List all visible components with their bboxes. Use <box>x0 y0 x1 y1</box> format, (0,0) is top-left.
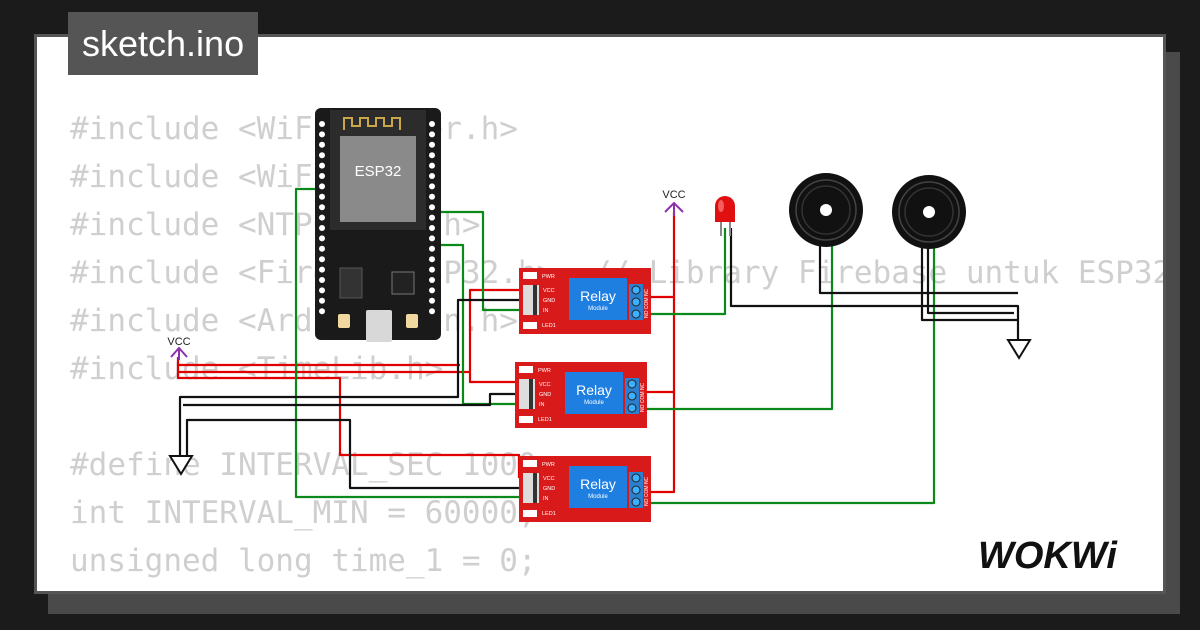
header-pin <box>429 256 435 263</box>
header-pin <box>319 277 325 283</box>
header-pin <box>319 235 325 242</box>
header-pin <box>319 162 325 169</box>
header-pin <box>319 173 325 179</box>
header-pin <box>429 297 435 304</box>
header-pin <box>429 152 435 159</box>
relay-label: Relay <box>580 288 616 304</box>
header-pin <box>319 256 325 263</box>
code-line: int INTERVAL_MIN = 60000; <box>70 495 537 531</box>
relay-pin-pwr: PWR <box>542 274 555 280</box>
header-pin <box>429 131 435 138</box>
relay-pin-gnd: GND <box>539 392 551 398</box>
relay-pin-in: IN <box>543 496 549 502</box>
relay-pin-led: LED1 <box>542 511 556 517</box>
wokwi-logo-text: WOKWi <box>978 535 1118 577</box>
header-pin <box>319 308 325 315</box>
code-line: #define INTERVAL_SEC 1000 <box>70 447 537 483</box>
relay-pin-in: IN <box>543 308 549 314</box>
code-line: unsigned long time_1 = 0; <box>70 543 537 579</box>
ground-symbol-left <box>168 455 194 476</box>
header-pin <box>319 297 325 304</box>
relay-pin-vcc: VCC <box>543 288 555 294</box>
header-pin <box>319 204 325 211</box>
relay-terminals: NO COM NC <box>644 476 650 506</box>
header-pin <box>429 266 435 273</box>
relay-label: Relay <box>576 382 612 398</box>
header-pin <box>429 183 435 190</box>
relay-module-2[interactable]: Relay Module PWR VCC GND IN LED1 NO COM … <box>515 362 647 428</box>
relay-terminals: NO COM NC <box>644 288 650 318</box>
relay-pin-pwr: PWR <box>538 368 551 374</box>
esp32-label: ESP32 <box>355 163 402 180</box>
relay-pin-vcc: VCC <box>543 476 555 482</box>
header-pin <box>319 152 325 159</box>
relay-sublabel: Module <box>584 400 604 406</box>
red-led[interactable] <box>715 196 735 236</box>
relay-sublabel: Module <box>588 494 608 500</box>
header-pin <box>319 266 325 273</box>
header-pin <box>429 308 435 315</box>
header-pin <box>429 225 435 231</box>
relay-terminals: NO COM NC <box>640 382 646 412</box>
header-pin <box>429 193 435 200</box>
ground-wires <box>178 228 1020 490</box>
header-pin <box>429 277 435 283</box>
relay-pin-led: LED1 <box>538 417 552 423</box>
wokwi-logo: WOKWi <box>978 535 1118 577</box>
relay-pin-gnd: GND <box>543 486 555 492</box>
header-pin <box>429 235 435 242</box>
header-pin <box>429 162 435 169</box>
header-pin <box>319 245 325 252</box>
header-pin <box>429 204 435 211</box>
header-pin <box>429 287 435 294</box>
header-pin <box>319 287 325 294</box>
relay-pin-in: IN <box>539 402 545 408</box>
relay-module-3[interactable]: Relay Module PWR VCC GND IN LED1 NO COM … <box>519 456 651 522</box>
header-pin <box>429 214 435 221</box>
esp32-board[interactable]: ESP32 <box>315 108 441 342</box>
relay-module-1[interactable]: Relay Module PWR VCC GND IN LED1 NO COM … <box>519 268 651 334</box>
ground-symbol-right <box>1006 339 1032 360</box>
file-title-tab[interactable]: sketch.ino <box>68 12 259 75</box>
relay-sublabel: Module <box>588 306 608 312</box>
relay-label: Relay <box>580 476 616 492</box>
header-pin <box>429 121 435 127</box>
header-pin <box>319 121 325 127</box>
buzzer-2[interactable] <box>892 175 966 249</box>
header-pin <box>429 245 435 252</box>
header-pin <box>319 131 325 138</box>
header-pin <box>429 173 435 179</box>
header-pin <box>319 193 325 200</box>
relay-pin-vcc: VCC <box>539 382 551 388</box>
header-pin <box>319 214 325 221</box>
vcc-symbol-top: VCC <box>662 189 686 216</box>
header-pin <box>319 183 325 190</box>
relay-pin-pwr: PWR <box>542 462 555 468</box>
header-pin <box>429 141 435 148</box>
header-pin <box>319 141 325 148</box>
buzzer-1[interactable] <box>789 173 863 247</box>
vcc-label: VCC <box>167 336 190 348</box>
vcc-label: VCC <box>662 189 685 201</box>
relay-pin-gnd: GND <box>543 298 555 304</box>
vcc-symbol-left: VCC <box>167 336 191 360</box>
header-pin <box>319 225 325 231</box>
relay-pin-led: LED1 <box>542 323 556 329</box>
